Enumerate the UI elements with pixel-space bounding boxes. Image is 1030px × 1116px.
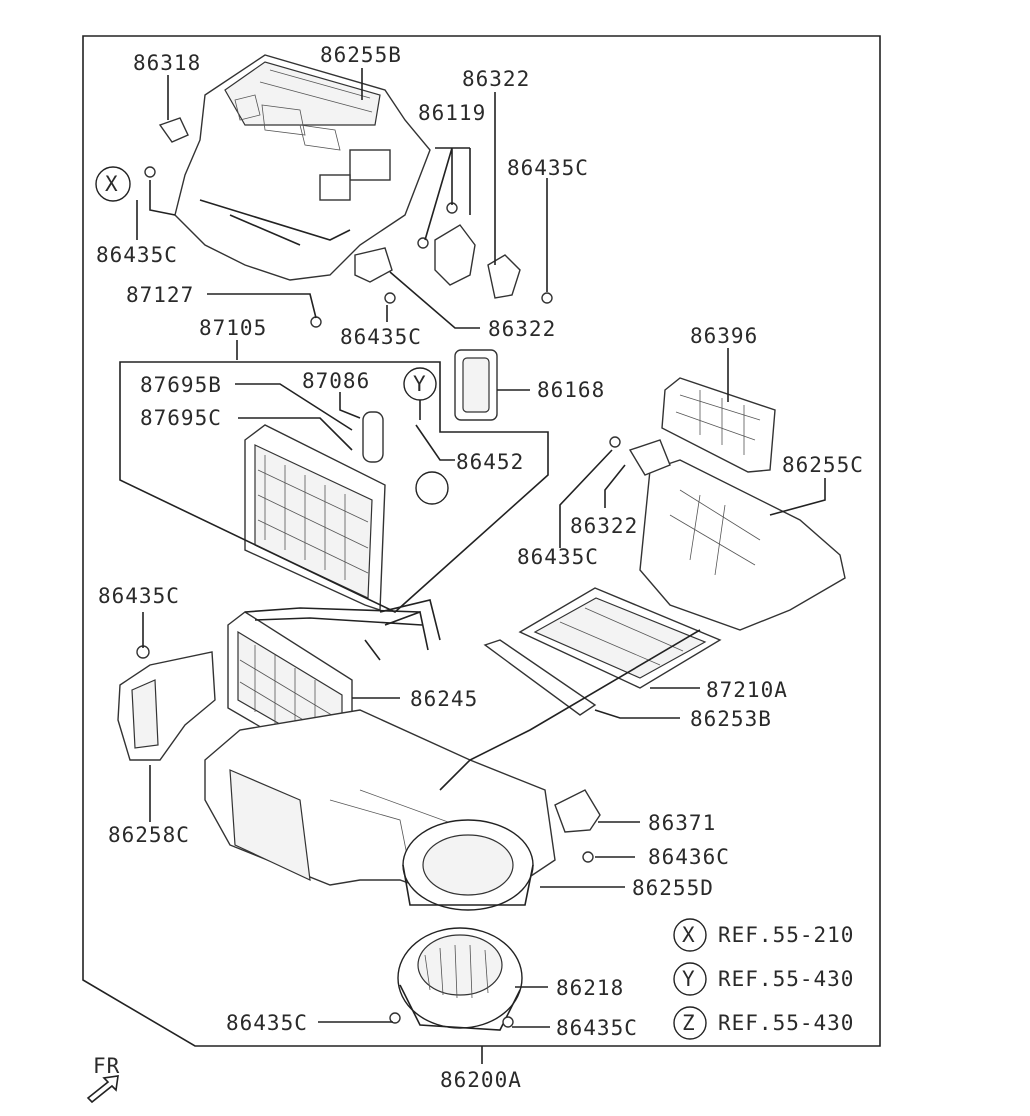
label-86318: 86318 — [133, 51, 201, 75]
label-86218: 86218 — [556, 976, 624, 1000]
label-86258C: 86258C — [108, 823, 190, 847]
resistor-part — [554, 789, 601, 863]
legend-y-letter: Y — [682, 967, 696, 991]
label-86435C-bracket: 86435C — [98, 584, 180, 608]
reference-legend: X REF.55-210 Y REF.55-430 Z REF.55-430 — [673, 918, 854, 1040]
label-86435C-bottom-left: 86435C — [226, 1011, 308, 1035]
label-87105: 87105 — [199, 316, 267, 340]
label-86396: 86396 — [690, 324, 758, 348]
lower-case-part — [204, 709, 556, 911]
label-87210A: 87210A — [706, 678, 788, 702]
blower-inlet-case-part — [609, 377, 846, 631]
label-87695C: 87695C — [140, 406, 222, 430]
label-y-marker: Y — [413, 372, 427, 396]
label-87086: 87086 — [302, 369, 370, 393]
label-86435C-right: 86435C — [517, 545, 599, 569]
label-86435C-top-right: 86435C — [507, 156, 589, 180]
ref-z-marker-diagram — [415, 471, 449, 505]
label-87127: 87127 — [126, 283, 194, 307]
label-86452: 86452 — [456, 450, 524, 474]
label-86253B: 86253B — [690, 707, 772, 731]
diagram-frame — [82, 35, 881, 1047]
legend-z-marker — [673, 1006, 707, 1040]
label-86168: 86168 — [537, 378, 605, 402]
label-86255B: 86255B — [320, 43, 402, 67]
label-86322-right: 86322 — [570, 514, 638, 538]
label-86371: 86371 — [648, 811, 716, 835]
legend-z-letter: Z — [682, 1011, 696, 1035]
cabin-filter-part — [483, 587, 722, 716]
front-arrow: FR — [86, 1054, 120, 1104]
front-arrow-icon — [86, 1075, 119, 1104]
label-86255D: 86255D — [632, 876, 714, 900]
label-86245: 86245 — [410, 687, 478, 711]
label-86435C-mid: 86435C — [340, 325, 422, 349]
label-87695B: 87695B — [140, 373, 222, 397]
label-x-marker: X — [105, 172, 119, 196]
label-86322-mid: 86322 — [488, 317, 556, 341]
label-86436C: 86436C — [648, 845, 730, 869]
legend-y-marker — [673, 962, 707, 996]
label-86322-top: 86322 — [462, 67, 530, 91]
evaporator-core-part — [244, 411, 386, 611]
ref-y-marker — [403, 367, 437, 401]
leader-lines — [119, 68, 826, 1064]
blower-motor-part — [389, 927, 523, 1031]
legend-z-ref: REF.55-430 — [718, 1011, 854, 1035]
label-86200A: 86200A — [440, 1068, 522, 1092]
label-86435C-left: 86435C — [96, 243, 178, 267]
legend-x-ref: REF.55-210 — [718, 923, 854, 947]
actuator-part — [144, 117, 553, 328]
label-86255C: 86255C — [782, 453, 864, 477]
label-86119: 86119 — [418, 101, 486, 125]
upper-case-part — [174, 54, 431, 281]
label-86435C-bottom-right: 86435C — [556, 1016, 638, 1040]
label-front: FR — [93, 1054, 120, 1078]
legend-y-ref: REF.55-430 — [718, 967, 854, 991]
part-labels: 86318 86255B 86322 86119 86435C X 86435C… — [95, 43, 864, 1092]
bracket-part — [117, 645, 216, 761]
legend-x-marker — [673, 918, 707, 952]
legend-x-letter: X — [682, 923, 696, 947]
ref-x-marker — [95, 166, 131, 202]
